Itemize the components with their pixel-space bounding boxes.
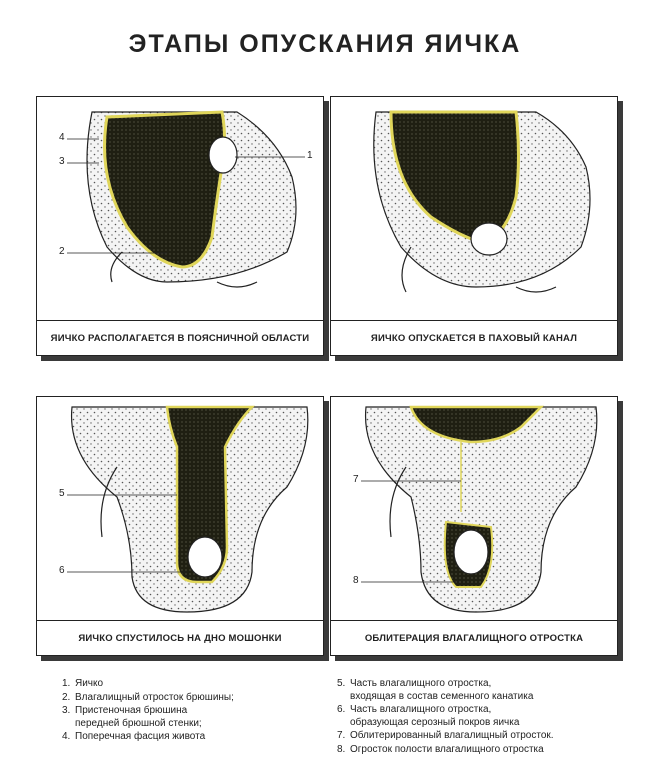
legend-column-right: 5.Часть влагалищного отростка, входящая … (337, 678, 554, 757)
legend-item: 5.Часть влагалищного отростка, входящая … (337, 678, 534, 702)
panel-caption: ОБЛИТЕРАЦИЯ ВЛАГАЛИЩНОГО ОТРОСТКА (331, 620, 617, 655)
callout-7: 7 (353, 474, 359, 485)
panel-inguinal: ЯИЧКО ОПУСКАЕТСЯ В ПАХОВЫЙ КАНАЛ (330, 96, 618, 356)
legend-item: 3.Пристеночная брюшина передней брюшной … (62, 705, 202, 729)
panel-caption: ЯИЧКО РАСПОЛАГАЕТСЯ В ПОЯСНИЧНОЙ ОБЛАСТИ (37, 320, 323, 355)
callout-5: 5 (59, 488, 65, 499)
callout-6: 6 (59, 565, 65, 576)
panel-illustration (373, 110, 591, 293)
callout-2: 2 (59, 246, 65, 257)
panel-caption: ЯИЧКО ОПУСКАЕТСЯ В ПАХОВЫЙ КАНАЛ (331, 320, 617, 355)
panel-scrotum: 5 6 ЯИЧКО СПУСТИЛОСЬ НА ДНО МОШОНКИ (36, 396, 324, 656)
legend-item: 2.Влагалищный отросток брюшины; (62, 691, 234, 703)
page-title: ЭТАПЫ ОПУСКАНИЯ ЯИЧКА (128, 30, 522, 58)
legend-column-left: 1.Яичко 2.Влагалищный отросток брюшины; … (62, 678, 234, 745)
callout-3: 3 (59, 156, 65, 167)
panel-lumbar: 4 3 2 1 ЯИЧКО РАСПОЛАГАЕТСЯ В ПОЯСНИЧНОЙ… (36, 96, 324, 356)
legend-item: 7.Облитерированный влагалищный отросток. (337, 730, 554, 741)
panel-illustration (67, 110, 305, 288)
legend-item: 8.Огросток полости влагалищного отростка (337, 743, 544, 755)
callout-1: 1 (307, 150, 313, 161)
legend-item: 6.Часть влагалищного отростка, образующа… (337, 704, 520, 728)
callout-8: 8 (353, 575, 359, 586)
panel-caption: ЯИЧКО СПУСТИЛОСЬ НА ДНО МОШОНКИ (37, 620, 323, 655)
legend-item: 1.Яичко (62, 678, 104, 689)
legend-item: 4.Поперечная фасция живота (62, 731, 206, 742)
panel-obliteration: 7 8 ОБЛИТЕРАЦИЯ ВЛАГАЛИЩНОГО ОТРОСТКА (330, 396, 618, 656)
panel-illustration (67, 405, 309, 613)
panel-illustration (361, 405, 598, 613)
callout-4: 4 (59, 132, 65, 143)
